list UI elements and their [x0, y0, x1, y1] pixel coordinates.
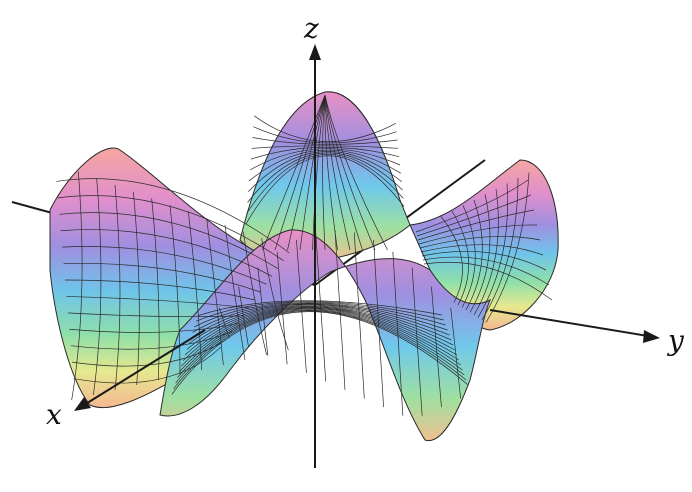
- mesh-line: [63, 262, 261, 293]
- mesh-line: [253, 115, 396, 142]
- y-axis-front: [489, 309, 649, 337]
- mesh-line: [411, 267, 423, 416]
- mesh-line: [59, 212, 279, 269]
- z-axis-label: z: [303, 12, 319, 45]
- mesh-line: [440, 216, 463, 303]
- mesh-line: [477, 183, 508, 318]
- mesh-line: [169, 204, 181, 376]
- x-axis-front: [83, 329, 206, 406]
- mesh-line: [353, 232, 365, 399]
- mesh-line: [485, 172, 530, 323]
- mesh-line: [190, 303, 450, 339]
- mesh-line: [324, 94, 376, 251]
- mesh-line: [257, 267, 269, 356]
- mesh-line: [324, 94, 363, 251]
- mesh-line: [422, 256, 550, 286]
- mesh-line: [250, 146, 400, 160]
- mesh-line: [66, 296, 250, 309]
- mesh-line: [177, 309, 463, 378]
- mesh-line: [324, 94, 351, 251]
- y-axis-label: y: [666, 324, 685, 357]
- mesh-line: [473, 188, 499, 316]
- mesh-line: [151, 198, 160, 381]
- mesh-line: [299, 94, 326, 251]
- mesh-line: [415, 179, 529, 233]
- mesh-line: [242, 231, 268, 356]
- mesh-line: [192, 302, 448, 333]
- mesh-line: [70, 331, 233, 350]
- mesh-line: [322, 94, 326, 251]
- axes-front: [74, 44, 660, 468]
- mesh-line: [71, 171, 83, 401]
- mesh-line: [132, 191, 140, 386]
- mesh-line: [312, 94, 326, 251]
- mesh-line: [218, 307, 230, 339]
- mesh-line: [373, 239, 384, 408]
- surface-mesh: [56, 94, 553, 416]
- x-axis-arrowhead: [74, 397, 91, 411]
- mesh-line: [450, 307, 462, 399]
- mesh-line: [238, 286, 249, 348]
- mesh-line: [64, 279, 256, 301]
- mesh-line: [114, 184, 121, 391]
- mesh-line: [421, 250, 547, 271]
- mesh-line: [324, 94, 388, 251]
- mesh-line: [416, 194, 532, 237]
- mesh-line: [417, 209, 535, 241]
- mesh-line: [451, 210, 470, 306]
- mesh-line: [276, 251, 288, 365]
- mesh-line: [262, 94, 326, 251]
- mesh-line: [186, 305, 454, 350]
- mesh-line: [420, 244, 544, 256]
- mesh-line: [173, 310, 467, 389]
- z-axis-arrowhead: [309, 44, 321, 60]
- mesh-line: [423, 261, 553, 301]
- mesh-line: [253, 126, 397, 144]
- mesh-line: [392, 251, 404, 416]
- mesh-line: [175, 309, 465, 384]
- mesh-line: [60, 229, 273, 277]
- mesh-line: [224, 224, 246, 361]
- x-axis-label: x: [46, 398, 62, 431]
- mesh-line: [481, 177, 519, 321]
- mesh-line: [72, 338, 227, 367]
- mesh-line: [67, 312, 244, 318]
- mesh-line: [419, 236, 541, 249]
- mesh-line: [431, 286, 442, 408]
- mesh-line: [324, 94, 338, 251]
- mesh-line: [315, 232, 327, 382]
- mesh-line: [171, 311, 469, 395]
- mesh-line: [180, 307, 459, 367]
- mesh-line: [418, 224, 538, 245]
- mesh-line: [469, 194, 491, 313]
- surface-front-ridge: [159, 229, 491, 442]
- mesh-line: [92, 178, 102, 396]
- mesh-line: [465, 199, 483, 311]
- mesh-line: [194, 302, 446, 328]
- mesh-line: [296, 239, 307, 373]
- y-axis-arrowhead: [643, 330, 660, 343]
- mesh-line: [251, 145, 399, 149]
- mesh-line: [56, 178, 290, 254]
- mesh-line: [206, 218, 224, 366]
- mesh-line: [188, 304, 452, 345]
- mesh-line: [198, 300, 442, 316]
- mesh-line: [287, 94, 326, 251]
- mesh-line: [184, 305, 456, 356]
- mesh-line: [274, 94, 326, 251]
- mesh-line: [252, 137, 398, 145]
- mesh-line: [62, 246, 267, 285]
- mesh-line: [182, 306, 458, 361]
- mesh-line: [334, 229, 346, 391]
